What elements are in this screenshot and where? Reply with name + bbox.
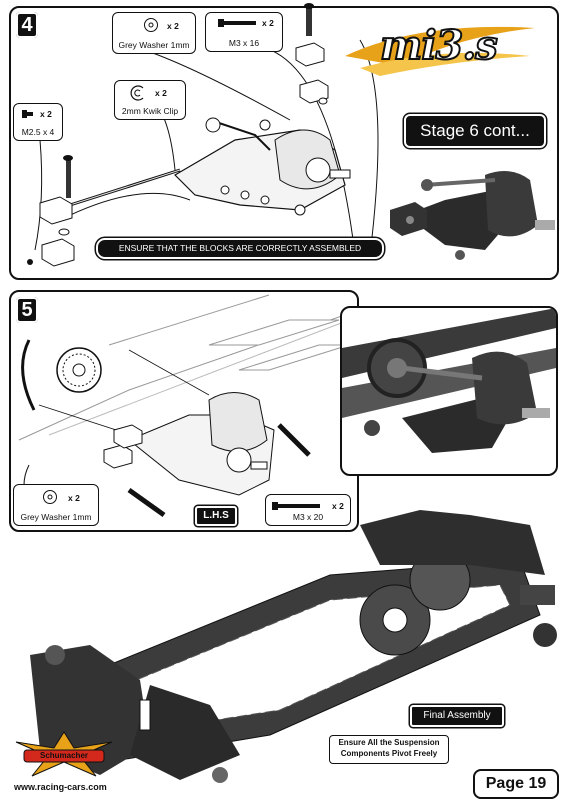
step-5-screw-label: M3 x 20 [292, 512, 324, 522]
step-5-render-image [340, 306, 558, 476]
final-assembly-label: Final Assembly [410, 705, 504, 727]
step-5-washer-qty: x 2 [68, 493, 80, 503]
step-4-washer-qty: x 2 [167, 21, 179, 31]
step-4-washer-label: Grey Washer 1mm [118, 40, 190, 50]
final-note-line-2: Components Pivot Freely [340, 749, 438, 758]
schumacher-logo-text: Schumacher [39, 751, 89, 760]
logo-swoosh-icon [345, 26, 535, 76]
small-screw-icon [22, 110, 33, 118]
step-4-notice: ENSURE THAT THE BLOCKS ARE CORRECTLY ASS… [96, 238, 384, 259]
step-4-notice-text: ENSURE THAT THE BLOCKS ARE CORRECTLY ASS… [118, 243, 362, 253]
lhs-label: L.H.S [195, 506, 237, 526]
schumacher-star-icon [15, 731, 113, 777]
step-4-clip-part-box: x 2 2mm Kwik Clip [114, 80, 186, 120]
final-note-box: Ensure All the Suspension Components Piv… [329, 735, 449, 764]
kwik-clip-icon [130, 85, 144, 101]
step-5-render-drawing [342, 308, 556, 453]
step-4-clip-label: 2mm Kwik Clip [121, 106, 179, 116]
step-4-small-screw-qty: x 2 [40, 109, 52, 119]
step-4-screw-qty: x 2 [262, 18, 274, 28]
step-5-washer-part-box: x 2 Grey Washer 1mm [13, 484, 99, 526]
step-4-washer-part-box: x 2 Grey Washer 1mm [112, 12, 196, 54]
step-4-small-screw-label: M2.5 x 4 [21, 127, 55, 137]
washer-icon [144, 18, 158, 32]
step-5-number: 5 [16, 297, 38, 323]
page-number: Page 19 [485, 775, 547, 792]
final-note-line-1: Ensure All the Suspension [338, 738, 440, 747]
schumacher-logo: Schumacher [14, 730, 114, 778]
lhs-label-text: L.H.S [203, 510, 229, 521]
step-5-screw-qty: x 2 [332, 501, 344, 511]
screw-icon [272, 502, 320, 510]
final-assembly-illustration [30, 510, 557, 783]
step-5-washer-label: Grey Washer 1mm [20, 512, 92, 522]
website-link[interactable]: www.racing-cars.com [14, 782, 107, 792]
final-assembly-label-text: Final Assembly [423, 710, 491, 721]
step-4-small-screw-part-box: x 2 M2.5 x 4 [13, 103, 63, 141]
page-number-box: Page 19 [473, 769, 559, 799]
step-5-screw-part-box: x 2 M3 x 20 [265, 494, 351, 526]
mi3s-logo: mi3.s [340, 16, 540, 78]
screw-icon [218, 19, 256, 27]
step-4-clip-qty: x 2 [155, 88, 167, 98]
washer-icon [43, 490, 57, 504]
stage-label-text: Stage 6 cont... [420, 121, 530, 140]
stage-label: Stage 6 cont... [404, 114, 546, 148]
step-4-screw-part-box: x 2 M3 x 16 [205, 12, 283, 52]
step-4-screw-label: M3 x 16 [228, 38, 260, 48]
step-4-render-image [390, 171, 555, 260]
logo-text: mi3.s [379, 21, 499, 70]
step-4-number: 4 [16, 12, 38, 38]
step-5-assembly-illustration [18, 294, 360, 518]
step-4-assembly-illustration [27, 3, 379, 267]
